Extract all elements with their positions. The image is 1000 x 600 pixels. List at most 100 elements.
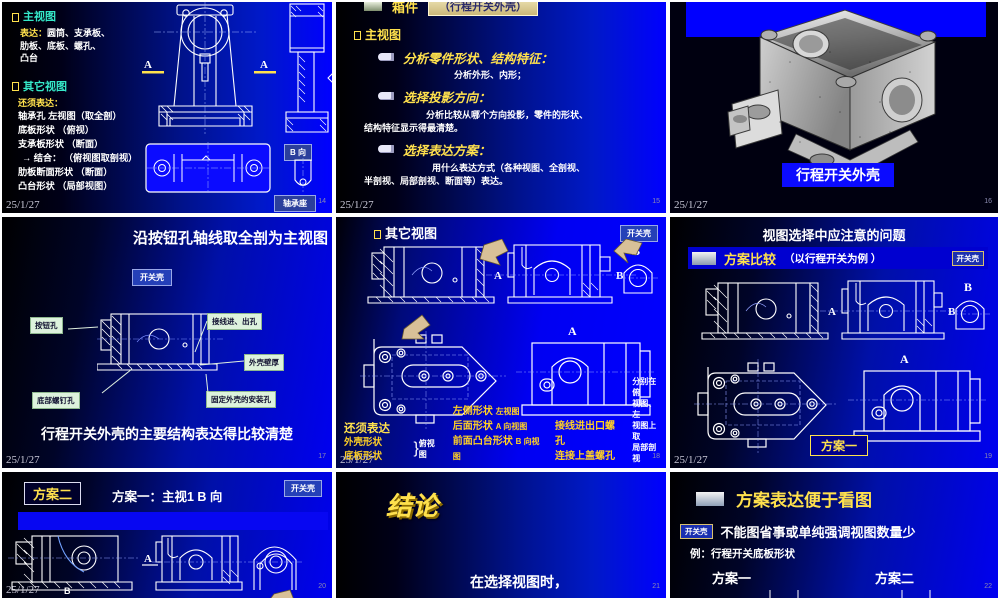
view-mark-a-mid: A [144, 553, 152, 565]
slide-5-col1: 还须表达 外壳形状 底板形状 [344, 420, 405, 464]
slide-date: 25/1/27 [340, 199, 374, 211]
list-item: 选择表达方案： [354, 140, 588, 159]
slide-2-item-title: 选择投影方向： [403, 91, 491, 105]
slide-5-col2: 左侧形状 左视图 后面形状 A 向视图 前面凸台形状 B 向视图 [453, 404, 541, 464]
slide-1-heading-1: 主视图 [12, 8, 192, 24]
callout-wiring-holes: 接线进、出孔 [207, 313, 262, 330]
badge-switch-housing[interactable]: 开关壳 [620, 225, 658, 242]
slide-5-col3-line: 连接上盖螺孔 [555, 451, 616, 462]
callout-button-hole: 按钮孔 [30, 317, 63, 334]
view-mark-a-right: A [274, 532, 283, 535]
square-chip-icon [692, 251, 716, 265]
slide-9[interactable]: 方案表达便于看图 开关壳 不能图省事或单纯强调视图数量少 例：行程开关底板形状 … [668, 470, 1000, 600]
slide-5-col2-sub: A 向视图 [495, 422, 528, 431]
slide-number: 20 [318, 583, 326, 590]
slide-1-body1-line3: 凸台 [20, 53, 39, 63]
badge-switch-housing[interactable]: 开关壳 [951, 250, 984, 266]
slide-1-body1-rest: 圆筒、支承板、 [47, 28, 111, 38]
square-chip-icon [696, 491, 724, 506]
slide-7[interactable]: 方案二 方案一：主视1 B 向 开关壳 A [0, 470, 334, 600]
slide-4-footer: 行程开关外壳的主要结构表达得比较清楚 [41, 426, 293, 442]
slide-number: 22 [984, 583, 992, 590]
list-item: 选择投影方向： [354, 87, 588, 106]
list-item: 底板形状 （俯视） [18, 125, 95, 135]
square-bullet-icon [12, 12, 19, 22]
badge-switch-housing[interactable]: 开关壳 [680, 524, 713, 539]
slide-number: 18 [652, 453, 660, 460]
slide-date: 25/1/27 [6, 454, 40, 466]
list-item: 分析零件形状、结构特征： [354, 48, 588, 67]
projection-arrow [401, 314, 431, 340]
slide-6-bar-subtitle: （以行程开关为例 ） [784, 252, 882, 265]
projection-arrow [479, 239, 509, 266]
view-mark-b-bottom: B [64, 586, 71, 596]
slide-7-drawings: A A [8, 532, 304, 598]
slide-5-col1-line: 底板形状 [344, 451, 383, 462]
slide-3-caption: 行程开关外壳 [782, 163, 894, 187]
slide-8[interactable]: 结论 在选择视图时， 21 [334, 470, 668, 600]
slide-1-body2-lead: 还须表达： [18, 97, 64, 108]
square-bullet-icon [354, 31, 361, 41]
slide-7-blue-band [18, 512, 328, 530]
slide-2-item-detail: 用什么表达方式（各种视图、全剖视、 [432, 163, 586, 173]
slide-5[interactable]: 其它视图 开关壳 [334, 215, 668, 470]
slide-5-drawings: A B B [360, 239, 660, 429]
callout-mounting-hole: 固定外壳的安装孔 [206, 391, 276, 408]
slide-4-title: 沿按钮孔轴线取全剖为主视图 [132, 230, 328, 247]
slide-date: 25/1/27 [674, 199, 708, 211]
slide-5-col1-title: 还须表达 [344, 423, 390, 435]
slide-9-plan-b: 方案二 [875, 571, 915, 586]
part-name-tag[interactable]: 轴承座 [274, 195, 316, 212]
slide-2-item-detail: 分析比较从哪个方向投影，零件的形状、 [426, 110, 589, 120]
list-item: 轴承孔 左视图（取全剖） [18, 111, 122, 121]
slide-date: 25/1/27 [340, 454, 374, 466]
slide-2-header-subtitle: （行程开关外壳） [428, 2, 539, 16]
slide-5-col2-main: 左侧形状 [452, 406, 493, 417]
list-item: 凸台形状 （局部视图） [18, 181, 113, 191]
slide-9-line1: 不能图省事或单纯强调视图数量少 [720, 525, 916, 540]
pointing-hand-icon [378, 92, 394, 100]
slide-8-title: 结论 [386, 492, 439, 522]
projection-arrow [613, 239, 643, 264]
list-item: → 结合： （俯视图取剖视） [22, 153, 138, 163]
callout-wall-thickness: 外壳壁厚 [244, 354, 284, 371]
slide-2[interactable]: 箱件 （行程开关外壳） 主视图 分析零件形状、结构特征： 分析外形、内形； 选择… [334, 0, 668, 215]
section-mark-a-right: A [260, 59, 268, 71]
slide-1-partial-view [294, 158, 312, 192]
brace-icon: } [413, 440, 419, 457]
square-chip-icon [364, 2, 382, 11]
slide-4-section-drawing [97, 313, 223, 371]
slide-2-item-detail-cont: 结构特征显示得最清楚。 [364, 123, 464, 133]
slide-7-title: 方案一：主视1 B 向 [112, 490, 223, 504]
slide-9-line2: 例：行程开关底板形状 [690, 548, 795, 560]
badge-switch-housing[interactable]: 开关壳 [132, 269, 172, 286]
view-mark-a-mid: A [568, 324, 577, 338]
badge-switch-housing[interactable]: 开关壳 [284, 480, 322, 497]
slide-4[interactable]: 沿按钮孔轴线取全剖为主视图 开关壳 按钮孔 接线进、出孔 外壳壁厚 底部螺钉孔 … [0, 215, 334, 470]
slide-1[interactable]: 主视图 表达：圆筒、支承板、 肋板、底板、螺孔、 凸台 其它视图 还须表达： 轴… [0, 0, 334, 215]
slide-5-footer: 还须表达 外壳形状 底板形状 } 俯视图 左侧形状 左视图 后面形状 A 向视图… [344, 376, 662, 464]
slide-3-casting-photo [727, 9, 937, 179]
slide-5-col4: 分别在俯 视图、左 视图上取 局部剖视 [632, 377, 657, 463]
square-bullet-icon [374, 230, 381, 240]
slide-6[interactable]: 视图选择中应注意的问题 方案比较 （以行程开关为例 ） 开关壳 [668, 215, 1000, 470]
view-mark-b-top: B [964, 280, 972, 294]
slide-3[interactable]: 行程开关外壳 25/1/27 16 [668, 0, 1000, 215]
list-item: 肋板断面形状 （断面） [18, 167, 113, 177]
slide-6-plan-label: 方案一 [810, 435, 869, 456]
slide-1-drawing-side-view [285, 3, 332, 133]
slide-8-line: 在选择视图时， [470, 574, 568, 590]
slide-1-heading-2: 其它视图 [12, 78, 192, 94]
slide-5-col2-main: 前面凸台形状 [452, 436, 513, 447]
slide-1-drawing-front-view: A A [142, 2, 276, 194]
slide-number: 19 [984, 453, 992, 460]
callout-bottom-screw-hole: 底部螺钉孔 [32, 392, 80, 409]
slide-1-body1-line2: 肋板、底板、螺孔、 [20, 40, 102, 51]
slide-number: 14 [318, 198, 326, 205]
slide-2-item-title: 选择表达方案： [403, 144, 491, 158]
list-item: 支承板形状 （断面） [18, 139, 104, 149]
slide-2-header: 箱件 （行程开关外壳） [364, 2, 539, 16]
section-mark-a-left: A [144, 59, 152, 71]
slide-9-title: 方案表达便于看图 [736, 491, 872, 510]
